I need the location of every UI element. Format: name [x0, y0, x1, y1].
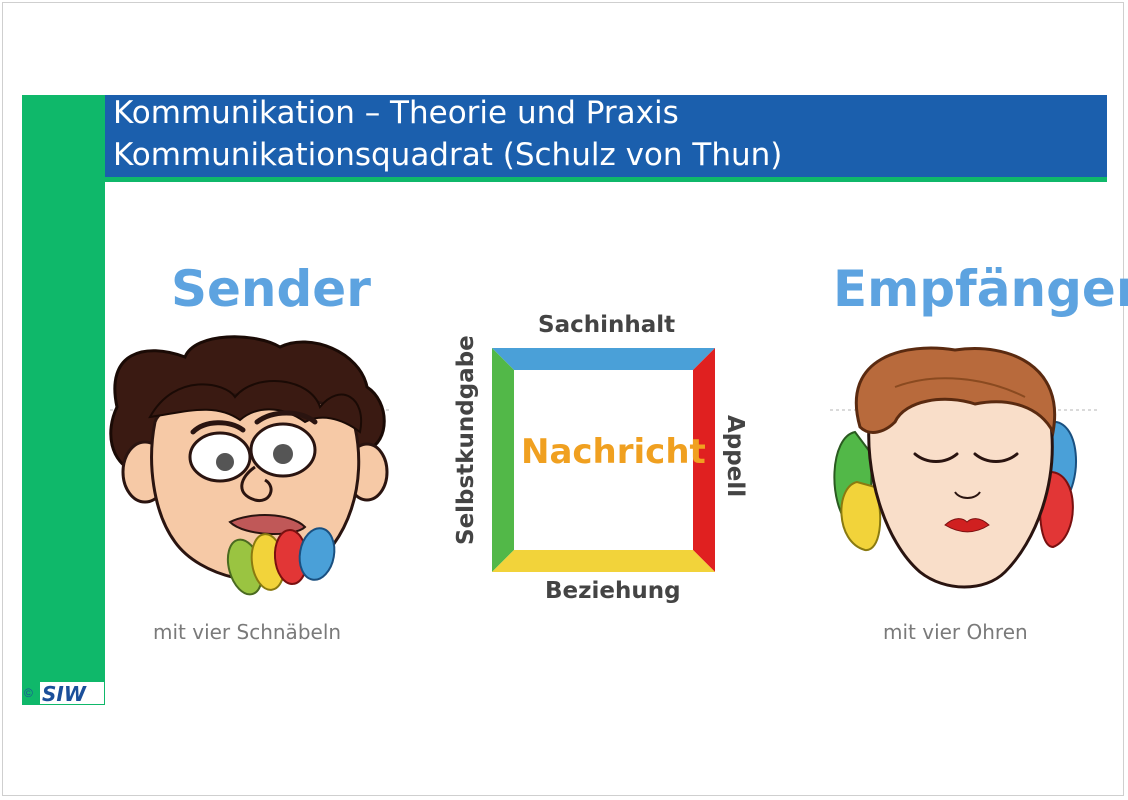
sender-right-eyebrow [254, 410, 318, 425]
receiver-heading: Empfänger [833, 260, 1128, 318]
sender-beak-blue [298, 527, 336, 581]
receiver-illustration [833, 346, 1077, 589]
square-label-sachinhalt: Sachinhalt [538, 312, 676, 338]
side-accent-bar [22, 95, 105, 705]
receiver-hair-strand [894, 377, 1026, 398]
sender-left-pupil [216, 453, 234, 471]
logo-text: SIW [42, 682, 87, 704]
title-bar: Kommunikation – Theorie und Praxis Kommu… [105, 95, 1107, 182]
illustration [109, 335, 1100, 596]
sender-nose [240, 465, 273, 503]
square-side-selbstkundgabe [492, 348, 514, 572]
receiver-mouth [944, 518, 990, 533]
receiver-hair [854, 346, 1057, 437]
square-side-appell [693, 348, 715, 572]
communication-square [492, 348, 715, 572]
title-line-2: Kommunikationsquadrat (Schulz von Thun) [113, 137, 783, 173]
receiver-caption: mit vier Ohren [883, 620, 1028, 644]
receiver-ear-yellow [840, 480, 882, 551]
sender-caption: mit vier Schnäbeln [153, 620, 342, 644]
square-label-appell: Appell [722, 415, 748, 498]
square-center [514, 370, 693, 550]
receiver-right-eye [973, 452, 1019, 463]
sender-left-eyebrow [190, 420, 246, 435]
siw-logo: SIW [40, 682, 104, 704]
receiver-left-eye [913, 452, 959, 463]
title-line-1: Kommunikation – Theorie und Praxis [113, 95, 679, 131]
communication-square-scene: Sender Empfänger mit vier Schnäbeln mit … [105, 182, 1128, 702]
square-side-beziehung [492, 550, 715, 572]
square-center-label-nachricht: Nachricht [521, 432, 706, 472]
square-label-beziehung: Beziehung [545, 578, 681, 604]
square-side-sachinhalt [492, 348, 715, 370]
copyright-symbol: © [24, 686, 33, 700]
receiver-nose [954, 491, 981, 499]
sender-right-pupil [273, 444, 293, 464]
square-label-selbstkundgabe: Selbstkundgabe [453, 335, 479, 545]
sender-mouth [228, 514, 307, 535]
sender-illustration [109, 335, 389, 596]
sender-heading: Sender [171, 260, 371, 318]
